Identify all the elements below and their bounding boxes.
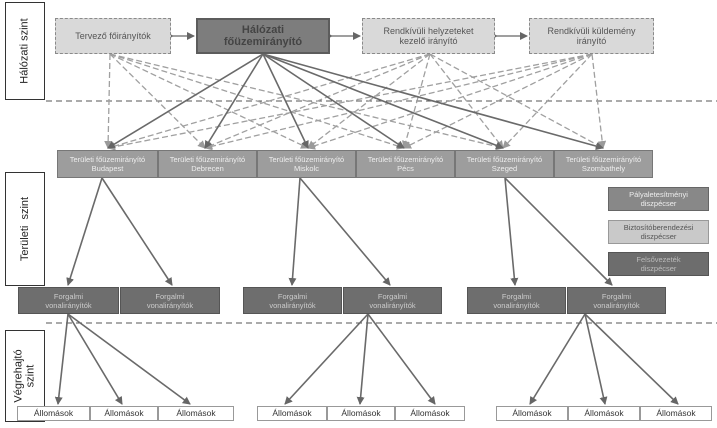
station-text: Állomások [410, 408, 450, 418]
station-box: Állomások [158, 406, 234, 421]
station-text: Állomások [656, 408, 696, 418]
traffic-text1: Forgalmi [601, 291, 632, 301]
station-box: Állomások [568, 406, 640, 421]
station-text: Állomások [341, 408, 381, 418]
emergency-text1: Rendkívüli helyzeteket [383, 26, 474, 36]
safety-text1: Biztosítóberendezési [623, 223, 694, 232]
station-box: Állomások [17, 406, 90, 421]
regional-title: Területi főüzemirányító [268, 155, 345, 164]
traffic-text2: vonalirányítók [493, 300, 540, 310]
level-label-regional-text1: Területi [19, 225, 31, 262]
emergency-text2: kezelő irányító [399, 36, 458, 46]
level-label-network-text: Hálózati szint [19, 18, 32, 84]
station-box: Állomások [90, 406, 158, 421]
regional-city: Miskolc [293, 164, 319, 173]
level-label-exec-text2: szint [25, 364, 37, 388]
station-text: Állomások [512, 408, 552, 418]
main-controller-text1: Hálózati [241, 24, 285, 36]
overhead-text1: Felsővezeték [636, 255, 681, 264]
traffic-text1: Forgalmi [277, 291, 308, 301]
planner-box: Tervező főirányítók [55, 18, 171, 54]
regional-city: Szeged [491, 164, 518, 173]
solid-links-bottom [54, 313, 679, 405]
track-text2: diszpécser [640, 199, 677, 208]
shipment-text2: irányító [576, 36, 607, 46]
safety-text2: diszpécser [640, 232, 677, 241]
regional-city: Pécs [397, 164, 414, 173]
regional-city: Budapest [91, 164, 124, 173]
station-box: Állomások [327, 406, 395, 421]
station-box: Állomások [496, 406, 568, 421]
level-label-regional: Területi szint [5, 172, 45, 286]
traffic-text2: vonalirányítók [269, 300, 316, 310]
station-text: Állomások [176, 408, 216, 418]
regional-title: Területi főüzemirányító [565, 155, 642, 164]
station-text: Állomások [104, 408, 144, 418]
traffic-text1: Forgalmi [53, 291, 84, 301]
traffic-text2: vonalirányítók [146, 300, 194, 310]
station-text: Állomások [272, 408, 312, 418]
regional-title: Területi főüzemirányító [69, 155, 146, 164]
overhead-text2: diszpécser [640, 264, 677, 273]
traffic-text1: Forgalmi [155, 291, 185, 301]
track-text1: Pályaletesítményi [629, 190, 688, 199]
station-text: Állomások [584, 408, 624, 418]
station-box: Állomások [257, 406, 327, 421]
regional-city: Szombathely [581, 164, 626, 173]
regional-city: Debrecen [191, 164, 224, 173]
solid-links-mid [66, 177, 613, 286]
level-label-network: Hálózati szint [5, 2, 45, 100]
regional-title: Területi főüzemirányító [169, 155, 246, 164]
shipment-text1: Rendkívüli küldemény [547, 26, 636, 36]
dashed-links [104, 53, 607, 151]
traffic-text2: vonalirányítók [593, 300, 640, 310]
regional-title: Területi főüzemirányító [367, 155, 444, 164]
traffic-text1: Forgalmi [377, 291, 408, 301]
main-controller-text2: főüzemirányító [223, 36, 303, 48]
traffic-text2: vonalirányítók [369, 300, 416, 310]
station-text: Állomások [33, 408, 74, 418]
planner-text: Tervező főirányítók [75, 31, 151, 41]
station-box: Állomások [395, 406, 465, 421]
station-box: Állomások [640, 406, 712, 421]
level-label-exec-text1: Végrehajtó [13, 349, 25, 403]
regional-title: Területi főüzemirányító [466, 155, 543, 164]
level-label-regional-text2: szint [19, 196, 31, 220]
traffic-text1: Forgalmi [501, 291, 532, 301]
traffic-text2: vonalirányítók [45, 300, 92, 310]
solid-links-top [107, 53, 604, 150]
